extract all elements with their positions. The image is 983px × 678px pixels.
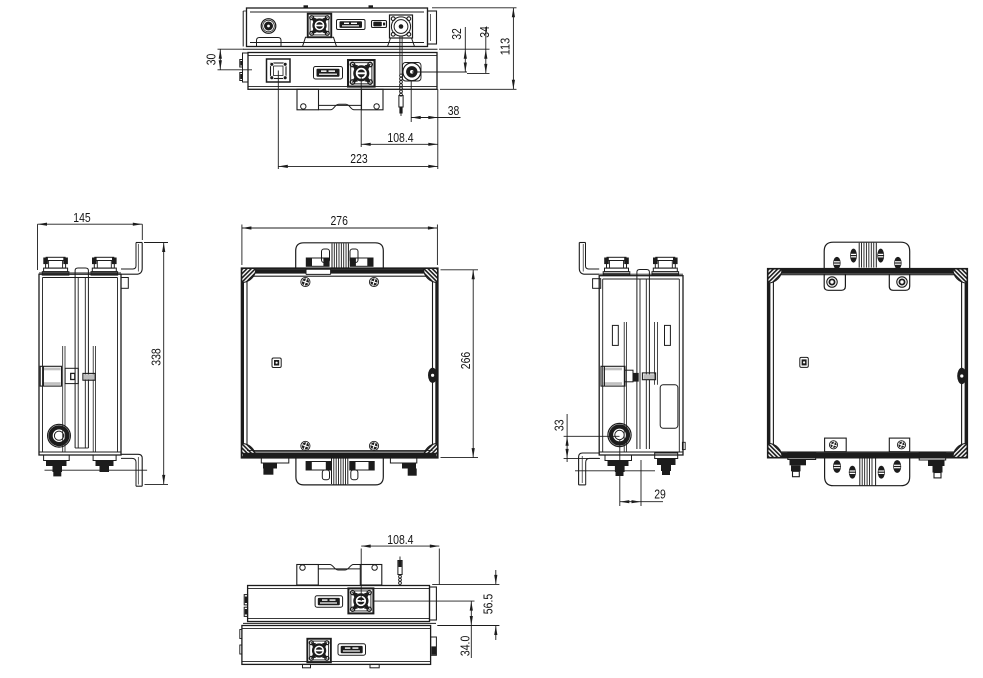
svg-text:32: 32 — [450, 28, 464, 40]
svg-text:108.4: 108.4 — [387, 533, 413, 547]
svg-text:33: 33 — [552, 419, 566, 431]
svg-text:34.0: 34.0 — [459, 636, 473, 656]
svg-text:38: 38 — [448, 104, 460, 118]
svg-text:223: 223 — [350, 152, 367, 166]
svg-text:29: 29 — [654, 488, 666, 502]
svg-text:108.4: 108.4 — [387, 131, 413, 145]
svg-text:56.5: 56.5 — [481, 594, 495, 614]
svg-text:145: 145 — [73, 211, 90, 225]
svg-text:266: 266 — [459, 352, 473, 369]
svg-text:113: 113 — [499, 38, 513, 55]
svg-text:338: 338 — [149, 348, 163, 365]
svg-text:276: 276 — [331, 214, 348, 228]
svg-text:30: 30 — [205, 54, 219, 66]
svg-text:34: 34 — [478, 26, 492, 38]
